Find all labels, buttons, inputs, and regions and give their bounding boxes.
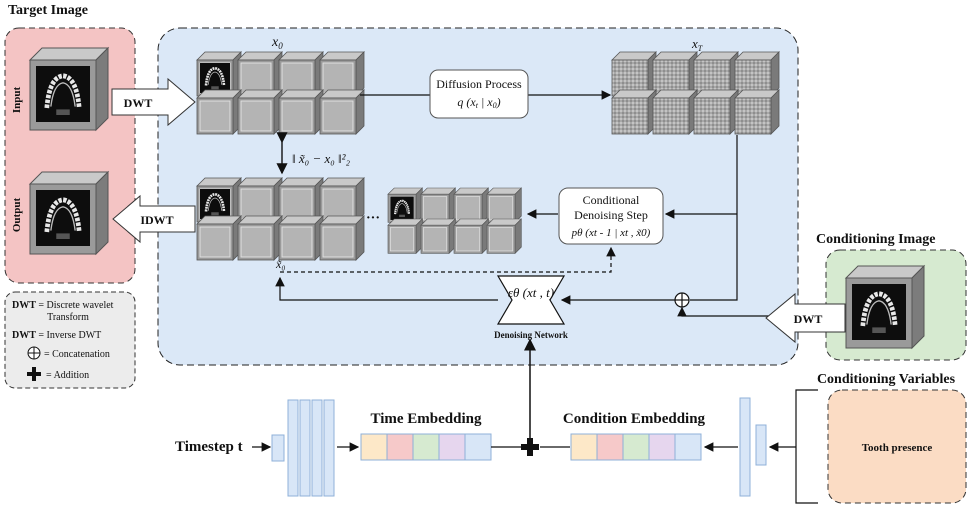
timestep-label: Timestep t bbox=[175, 439, 243, 455]
predicted-x0-cubes bbox=[196, 177, 365, 261]
intermediate-cubes bbox=[387, 187, 522, 254]
addition-symbol bbox=[521, 438, 539, 456]
conditioning-image-title: Conditioning Image bbox=[816, 232, 935, 247]
xt-noisy-cubes: xT bbox=[611, 36, 780, 135]
xt-to-concat-line bbox=[690, 135, 738, 301]
denoising-network: εθ (xt , t) Denoising Network bbox=[494, 275, 568, 340]
conditional-denoising-box: Conditional Denoising Step pθ (xt - 1 | … bbox=[558, 187, 664, 245]
output-image-cube bbox=[28, 170, 110, 256]
conditioning-variables-title: Conditioning Variables bbox=[817, 372, 956, 387]
x-tilde-0-label: x̃₀ bbox=[275, 257, 286, 271]
cond-mlp-bars bbox=[739, 397, 767, 497]
legend-concat: = Concatenation bbox=[44, 349, 110, 360]
diffusion-process-formula: q (xt | x0) bbox=[457, 95, 500, 110]
xt-label: xT bbox=[691, 36, 703, 53]
loss-formula: ‖ x̃₀ − x₀ ‖²₂ bbox=[292, 151, 351, 166]
time-embedding-cells bbox=[360, 433, 492, 461]
condition-embedding-cells bbox=[570, 433, 702, 461]
epsilon-formula: εθ (xt , t) bbox=[508, 285, 554, 300]
output-label: Output bbox=[11, 198, 23, 233]
legend-dwt-line2: Transform bbox=[47, 312, 89, 323]
conditioning-variables-panel bbox=[827, 389, 967, 504]
idwt-arrow: IDWT bbox=[112, 194, 196, 244]
legend-add: = Addition bbox=[46, 370, 89, 381]
conditioning-image-cube bbox=[844, 264, 926, 350]
cond-image-to-concat-arrow bbox=[677, 306, 795, 317]
tooth-presence-label: Tooth presence bbox=[862, 442, 933, 454]
ellipsis: ··· bbox=[366, 211, 380, 226]
legend: DWT = Discrete wavelet Transform DWT = I… bbox=[4, 291, 136, 389]
input-label: Input bbox=[11, 87, 23, 114]
cond-vars-bracket bbox=[795, 389, 818, 504]
cond-dwt-label: DWT bbox=[794, 312, 823, 326]
x0-pred-dashed-arrow bbox=[280, 246, 616, 273]
target-image-title: Target Image bbox=[8, 3, 88, 18]
concat-symbol bbox=[674, 292, 690, 308]
concat-legend-icon bbox=[27, 346, 41, 360]
cond-step-line1: Conditional bbox=[583, 193, 640, 207]
x0-label: x0 bbox=[271, 35, 283, 51]
legend-idwt: DWT = Inverse DWT bbox=[12, 330, 101, 341]
target-image-panel: Target Image Input Output bbox=[4, 3, 136, 284]
diffusion-process-box: Diffusion Process q (xt | x0) bbox=[429, 69, 529, 119]
cond-dwt-arrow: DWT bbox=[765, 292, 846, 344]
dwt-arrow: DWT bbox=[111, 77, 196, 127]
diffusion-process-title: Diffusion Process bbox=[436, 77, 522, 91]
idwt-arrow-label: IDWT bbox=[140, 213, 173, 227]
cond-step-line2: Denoising Step bbox=[574, 208, 648, 222]
x0-wavelet-cubes: x0 bbox=[196, 35, 365, 135]
input-image-cube bbox=[28, 46, 110, 132]
time-mlp-bars bbox=[271, 399, 335, 497]
network-to-x0-arrow bbox=[275, 276, 498, 301]
add-legend-icon bbox=[27, 367, 41, 381]
legend-dwt: DWT = Discrete wavelet bbox=[12, 300, 114, 311]
cond-step-formula: pθ (xt - 1 | xt , x̃0) bbox=[571, 227, 651, 239]
time-embedding-label: Time Embedding bbox=[371, 411, 482, 427]
condition-embedding-label: Condition Embedding bbox=[563, 411, 706, 427]
denoising-network-label: Denoising Network bbox=[494, 330, 568, 340]
dwt-arrow-label: DWT bbox=[124, 96, 153, 110]
